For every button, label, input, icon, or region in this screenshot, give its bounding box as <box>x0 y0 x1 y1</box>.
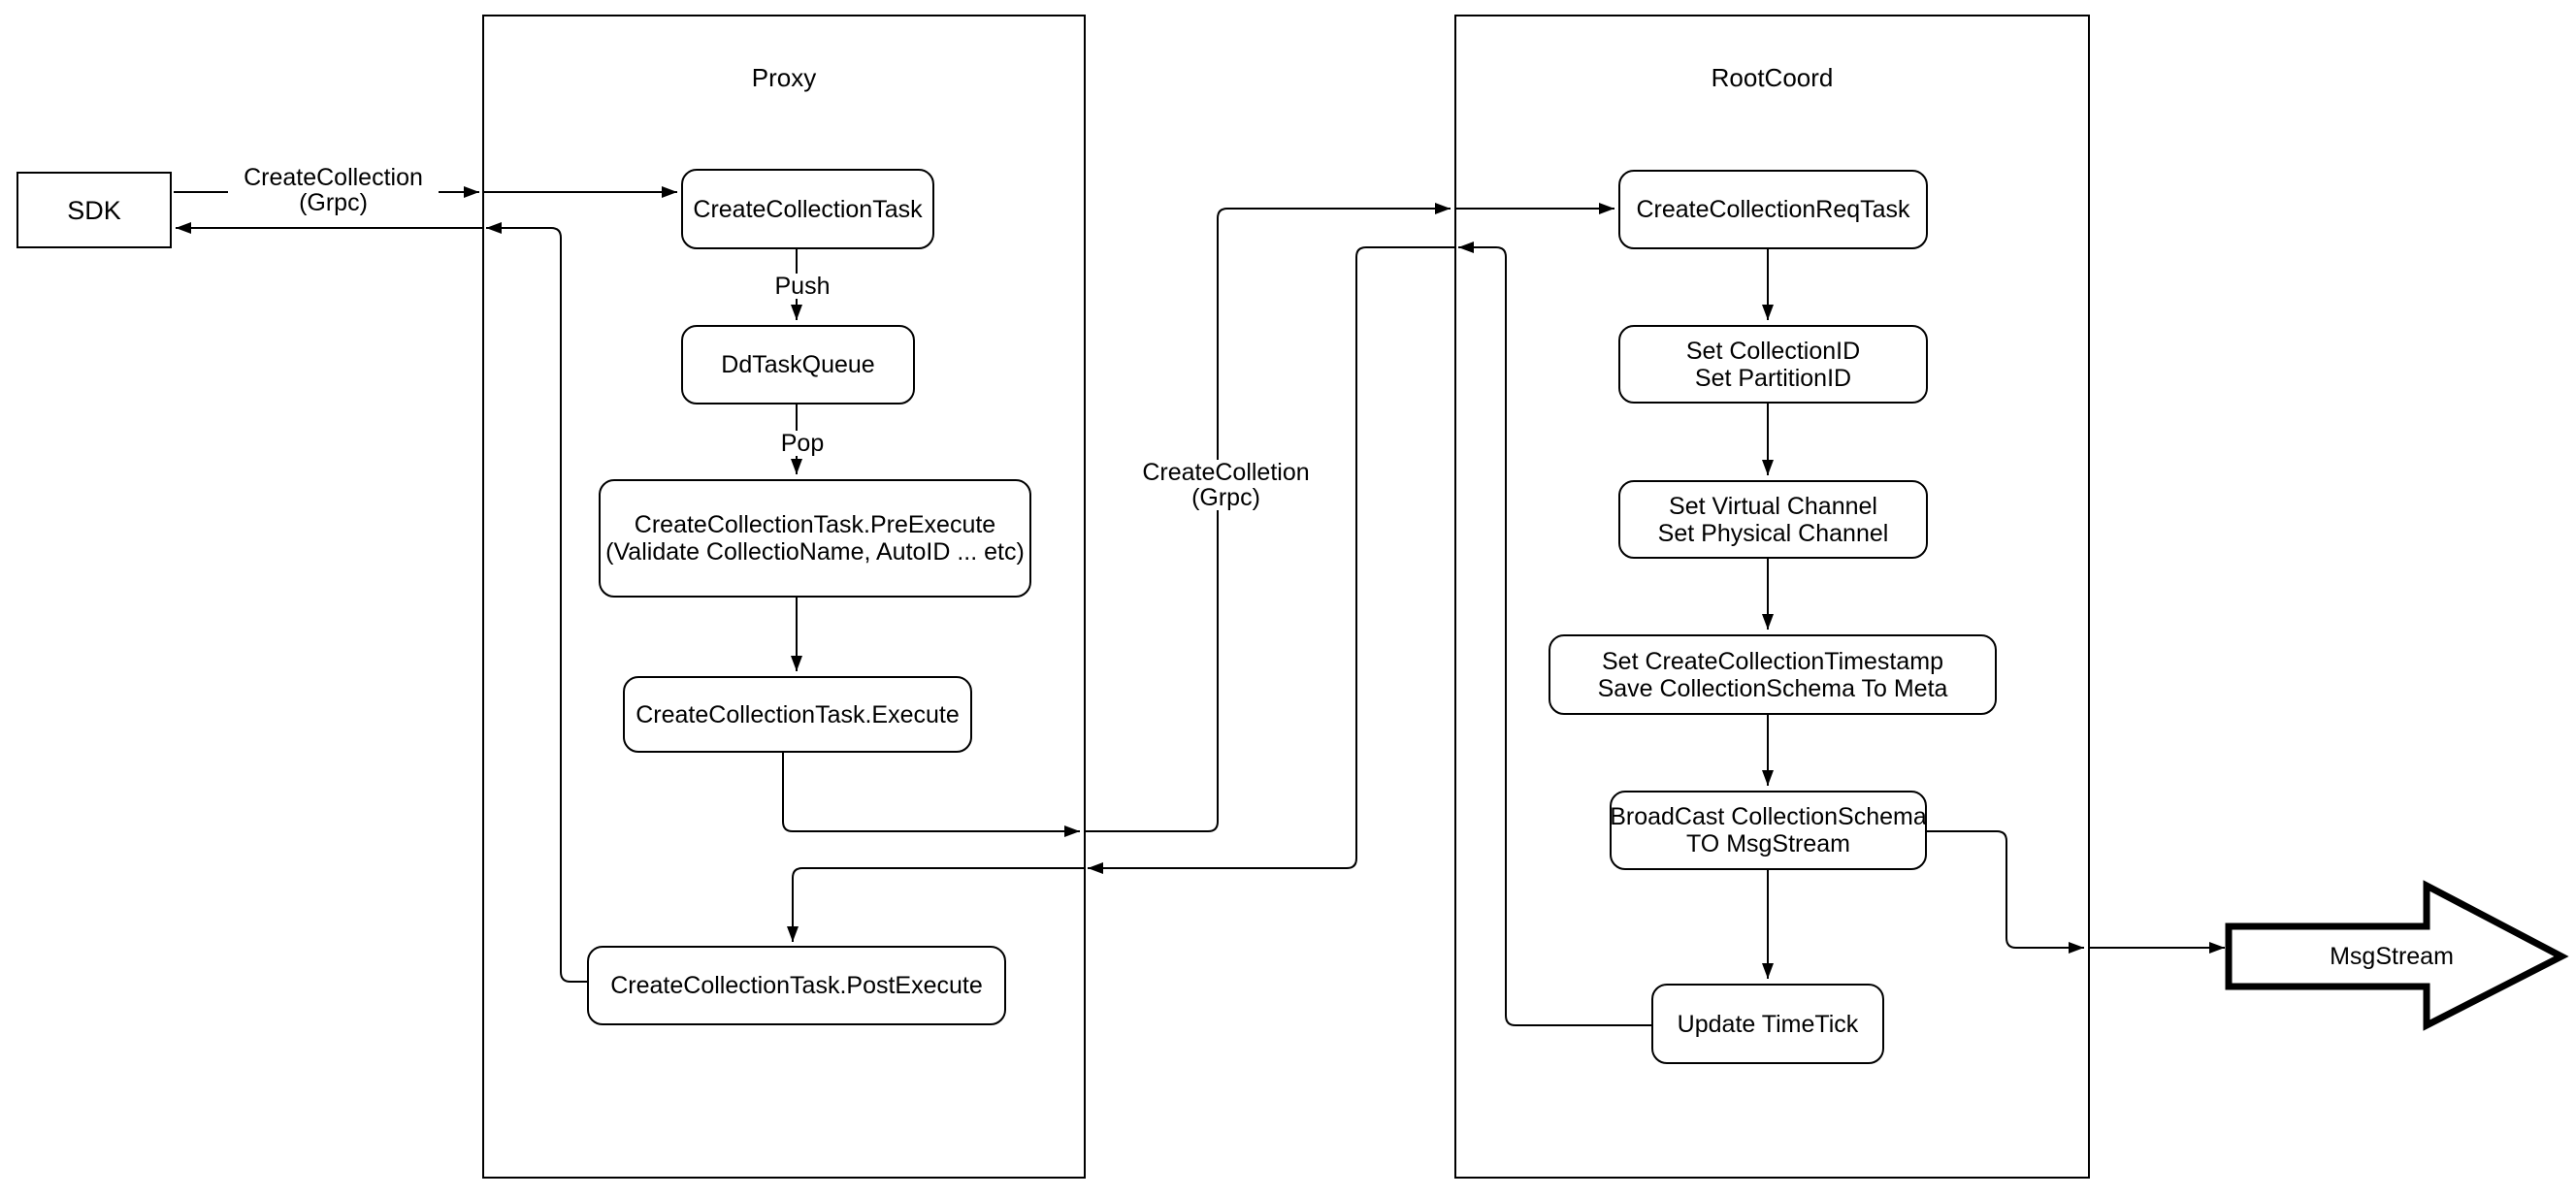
msgstream-arrow-shape <box>2225 880 2569 1031</box>
edge-postexecute-to-proxy-border <box>486 222 587 983</box>
node-set-timestamp: Set CreateCollectionTimestamp Save Colle… <box>1549 634 1997 715</box>
container-proxy: Proxy <box>482 15 1086 1179</box>
edge-broadcast-to-rootcoord-border <box>1927 830 2084 954</box>
node-create-collection-task: CreateCollectionTask <box>681 169 934 249</box>
container-proxy-title: Proxy <box>751 63 817 92</box>
node-broadcast: BroadCast CollectionSchema TO MsgStream <box>1610 791 1927 870</box>
label-sdk-to-proxy: CreateCollection (Grpc) <box>228 165 439 215</box>
label-proxy-to-rootcoord-line2: (Grpc) <box>1191 484 1260 511</box>
node-set-ids: Set CollectionID Set PartitionID <box>1618 325 1928 404</box>
node-execute: CreateCollectionTask.Execute <box>623 676 972 753</box>
node-create-collection-req-task: CreateCollectionReqTask <box>1618 170 1928 249</box>
node-dd-task-queue: DdTaskQueue <box>681 325 915 404</box>
edge-rootcoord-border-to-proxy-border <box>1088 246 1454 874</box>
node-set-channels-line2: Set Physical Channel <box>1657 519 1889 547</box>
label-push: Push <box>760 274 845 299</box>
node-set-timestamp-line1: Set CreateCollectionTimestamp <box>1602 647 1943 675</box>
node-set-ids-line1: Set CollectionID <box>1685 337 1861 365</box>
label-pop: Pop <box>762 431 843 456</box>
edge-proxy-border-to-postexecute <box>787 867 1084 942</box>
edge-execute-to-proxy-border <box>782 753 1080 837</box>
node-set-ids-line2: Set PartitionID <box>1694 364 1852 392</box>
node-broadcast-line1: BroadCast CollectionSchema <box>1610 803 1927 830</box>
node-preexecute-line2: (Validate CollectioName, AutoID ... etc) <box>605 538 1025 566</box>
node-set-channels-line1: Set Virtual Channel <box>1669 492 1877 520</box>
label-proxy-to-rootcoord-line1: CreateColletion <box>1142 459 1310 486</box>
node-set-timestamp-line2: Save CollectionSchema To Meta <box>1597 674 1948 702</box>
msgstream-label: MsgStream <box>2330 943 2454 970</box>
edge-updatetimetick-to-rootcoord-border <box>1458 242 1651 1026</box>
node-postexecute: CreateCollectionTask.PostExecute <box>587 946 1006 1025</box>
label-sdk-to-proxy-line1: CreateCollection <box>244 164 423 191</box>
label-sdk-to-proxy-line2: (Grpc) <box>299 189 368 216</box>
node-preexecute: CreateCollectionTask.PreExecute (Validat… <box>599 479 1031 598</box>
container-rootcoord: RootCoord <box>1454 15 2090 1179</box>
node-broadcast-line2: TO MsgStream <box>1685 830 1851 857</box>
edge-proxy-border-to-rootcoord-border <box>1084 203 1451 832</box>
node-preexecute-line1: CreateCollectionTask.PreExecute <box>634 511 996 538</box>
node-update-timetick: Update TimeTick <box>1651 984 1884 1064</box>
label-proxy-to-rootcoord: CreateColletion (Grpc) <box>1121 460 1331 510</box>
node-set-channels: Set Virtual Channel Set Physical Channel <box>1618 480 1928 559</box>
node-sdk: SDK <box>16 172 172 248</box>
container-rootcoord-title: RootCoord <box>1711 63 1834 92</box>
